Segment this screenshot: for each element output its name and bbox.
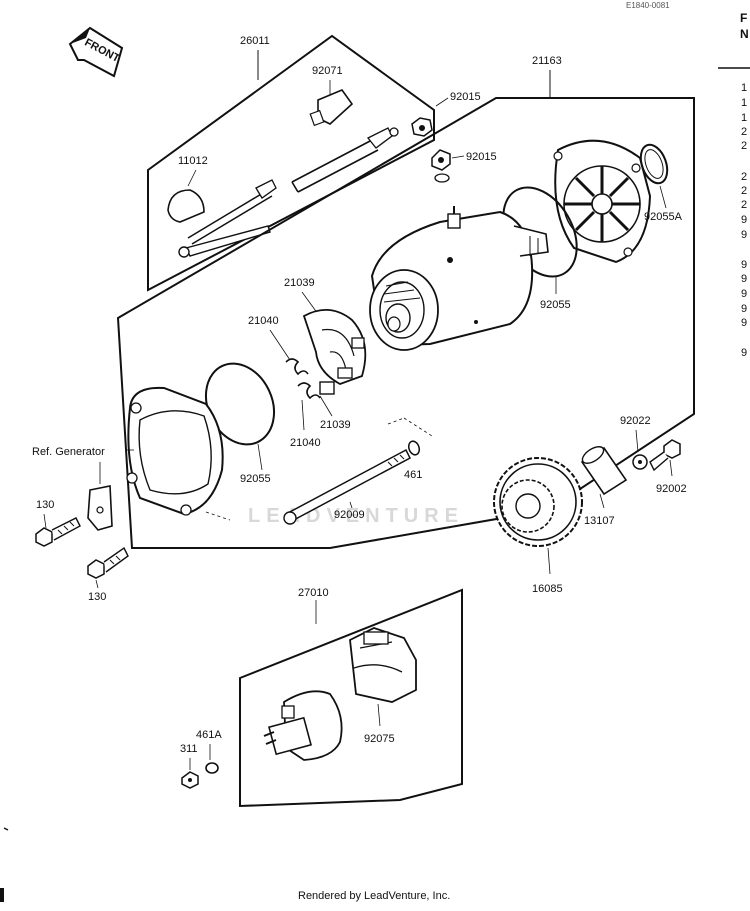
callout-92009: 92009 [334,509,365,521]
ref-generator-label: Ref. Generator [32,446,105,458]
edge-row: 9 [741,288,747,300]
callout-92055-rear: 92055 [240,473,271,485]
edge-row: 2 [741,171,747,183]
gear-16085 [493,457,583,547]
nut-311 [181,771,199,789]
lock-washer-461A [205,762,219,774]
harness-wire [178,179,277,258]
callout-92015-top: 92015 [450,91,481,103]
edge-row: 9 [741,317,747,329]
through-bolt-92009 [283,448,411,525]
edge-row: 2 [741,199,747,211]
callout-92002: 92002 [656,483,687,495]
callout-21039-top: 21039 [284,277,315,289]
callout-21163: 21163 [532,55,562,67]
rear-cover [553,139,652,264]
spring-21040-upper [285,358,309,376]
callout-92055A: 92055A [644,211,683,223]
edge-row: 2 [741,140,747,152]
edge-mark [0,888,4,902]
edge-row: 2 [741,185,747,197]
callout-92055-front: 92055 [540,299,571,311]
washer-461 [407,440,421,456]
edge-row: 9 [741,347,747,359]
starter-assembly-outline [116,97,695,549]
shaft-13107 [580,446,628,496]
washer-92022 [632,454,648,470]
callout-21040-top: 21040 [248,315,279,327]
terminal-boot-92071 [309,89,354,127]
bolt-130-lower [87,546,129,579]
edge-row: 1 [741,82,747,94]
callout-26011: 26011 [240,35,270,47]
callout-461: 461 [404,469,422,481]
bolt-130-upper [35,517,81,547]
callout-16085: 16085 [532,583,563,595]
nut-92015-mid [431,149,451,183]
front-cover [126,386,224,516]
lead-wire [291,127,399,193]
callout-130-lower: 130 [88,591,106,603]
brush-holder-21039 [302,309,367,385]
callout-311: 311 [180,743,198,755]
footer-credit: Rendered by LeadVenture, Inc. [298,890,450,902]
edge-row: 9 [741,229,747,241]
starter-motor-yoke [369,206,549,351]
callout-92075: 92075 [364,733,395,745]
diagram-code: E1840-0081 [626,1,670,10]
callout-21039-bottom: 21039 [320,419,351,431]
edge-row: 1 [741,112,747,124]
edge-header-f: F [740,11,747,25]
edge-mark [3,827,9,831]
callout-461A: 461A [196,729,222,741]
edge-row: 2 [741,126,747,138]
spring-21040-lower [297,382,321,400]
callout-27010: 27010 [298,587,329,599]
callout-130-upper: 130 [36,499,54,511]
kit-26011-outline [147,34,435,292]
callout-11012: 11012 [178,155,208,167]
bolt-92002 [649,439,681,472]
edge-index: F N 1 1 1 2 2 2 2 2 9 9 9 9 9 9 9 9 [718,11,750,359]
solenoid-housing [263,690,343,761]
o-ring-92055A [639,143,669,185]
edge-row: 9 [741,273,747,285]
callout-13107: 13107 [584,515,615,527]
nut-92015-top [411,117,433,137]
callout-92071: 92071 [312,65,343,77]
edge-row: 9 [741,214,747,226]
callout-92015-mid: 92015 [466,151,497,163]
brush-21039-lower [319,381,335,395]
edge-row: 9 [741,259,747,271]
edge-row: 9 [741,303,747,315]
front-arrow-icon: FRONT [68,26,124,78]
solenoid-27010-outline [239,588,463,808]
cap-11012 [167,189,205,223]
callout-21040-bottom: 21040 [290,437,321,449]
solenoid-cover-92075 [349,627,417,703]
bracket [87,485,113,531]
edge-header-n: N [740,27,749,41]
edge-row: 1 [741,97,747,109]
callout-92022: 92022 [620,415,651,427]
